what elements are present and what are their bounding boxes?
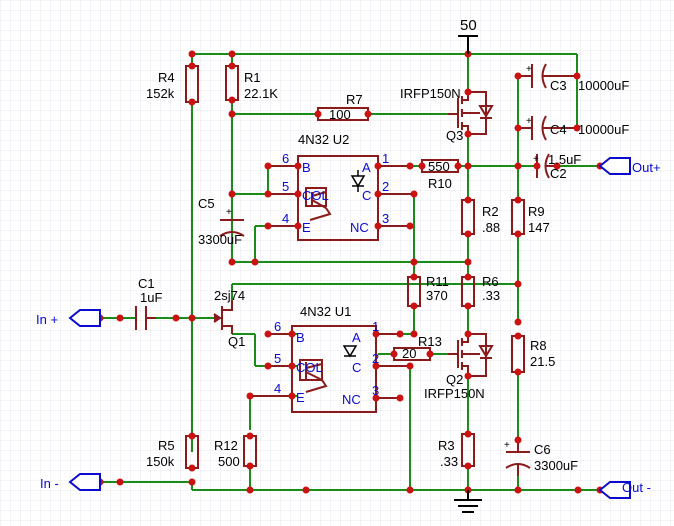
label-r6-ref: R6	[482, 274, 499, 289]
u2-label-col: COL	[302, 188, 329, 203]
u2-pin-2: 2	[382, 179, 389, 194]
label-r4-ref: R4	[158, 70, 175, 85]
label-u2-part: 4N32 U2	[298, 132, 349, 147]
label-r7-ref: R7	[346, 92, 363, 107]
u1-label-e: E	[296, 390, 305, 405]
u1-label-nc: NC	[342, 392, 361, 407]
label-c3-ref: C3	[550, 78, 567, 93]
label-r1-ref: R1	[244, 70, 261, 85]
label-c6-ref: C6	[534, 442, 551, 457]
svg-text:+: +	[533, 154, 539, 165]
svg-text:+: +	[504, 440, 510, 451]
u2-label-nc: NC	[350, 220, 369, 235]
capacitor-plus-signs: + + + + +	[226, 64, 539, 451]
svg-text:+: +	[526, 64, 532, 75]
label-c3-value: 10000uF	[578, 78, 629, 93]
label-r5-ref: R5	[158, 438, 175, 453]
junctions	[96, 50, 604, 494]
label-r7-value: 100	[329, 107, 351, 122]
label-r2-ref: R2	[482, 204, 499, 219]
label-r6-value: .33	[482, 288, 500, 303]
label-c1-ref: C1	[138, 276, 155, 291]
label-c5-ref: C5	[198, 196, 215, 211]
port-out-minus-label: Out -	[622, 480, 651, 495]
supply-voltage-label: 50	[460, 17, 477, 34]
label-r9-ref: R9	[528, 204, 545, 219]
u1-label-col: COL	[296, 360, 323, 375]
u2-pin-text: 6 5 4 1 2 3 B COL E A C NC	[282, 151, 389, 235]
label-r10-value: 550	[428, 159, 450, 174]
label-r4-value: 152k	[146, 86, 175, 101]
label-c1-value: 1uF	[140, 290, 162, 305]
u1-pin-6: 6	[274, 319, 281, 334]
supply-symbol	[458, 35, 478, 54]
label-c6-value: 3300uF	[534, 458, 578, 473]
mosfet-q3[interactable]	[448, 91, 494, 135]
label-c4-ref: C4	[550, 122, 567, 137]
u1-pin-2: 2	[372, 351, 379, 366]
label-c2-ref: C2	[550, 166, 567, 181]
label-r1-value: 22.1K	[244, 86, 278, 101]
u2-pin-3: 3	[382, 211, 389, 226]
u2-pin-6: 6	[282, 151, 289, 166]
port-out-plus[interactable]: Out+	[598, 157, 661, 175]
capacitors	[135, 63, 577, 476]
port-out-plus-label: Out+	[632, 160, 661, 175]
jfet-q1[interactable]	[213, 300, 233, 334]
label-c2-value: 1.5uF	[548, 152, 581, 167]
wires	[100, 36, 600, 491]
label-r3-value: .33	[440, 454, 458, 469]
u1-label-b: B	[296, 330, 305, 345]
u2-label-e: E	[302, 220, 311, 235]
optocoupler-u2[interactable]	[268, 155, 414, 241]
port-in-minus[interactable]: In -	[40, 473, 101, 491]
port-out-minus[interactable]: Out -	[598, 480, 651, 499]
port-in-plus[interactable]: In +	[36, 309, 101, 327]
svg-text:+: +	[526, 116, 532, 127]
label-r8-ref: R8	[530, 338, 547, 353]
label-q2-part: IRFP150N	[424, 386, 485, 401]
u2-pin-1: 1	[382, 151, 389, 166]
label-r12-value: 500	[218, 454, 240, 469]
u2-label-a: A	[362, 160, 371, 175]
label-r13-value: 20	[402, 346, 416, 361]
svg-text:+: +	[226, 207, 232, 218]
label-u1-part: 4N32 U1	[300, 304, 351, 319]
label-q1-part: 2sj74	[214, 288, 245, 303]
port-in-plus-label: In +	[36, 312, 58, 327]
label-r3-ref: R3	[438, 438, 455, 453]
component-labels: R4 152k R1 22.1K R7 100 IRFP150N Q3 4N32…	[138, 70, 629, 473]
capacitor-c5[interactable]	[219, 219, 245, 237]
u1-pin-5: 5	[274, 351, 281, 366]
u1-pin-text: 6 5 4 1 2 3 B COL E A C NC	[274, 319, 379, 407]
port-in-minus-label: In -	[40, 476, 59, 491]
label-r8-value: 21.5	[530, 354, 555, 369]
u1-pin-3: 3	[372, 383, 379, 398]
u1-label-a: A	[352, 330, 361, 345]
label-r5-value: 150k	[146, 454, 175, 469]
label-r12-ref: R12	[214, 438, 238, 453]
u2-label-b: B	[302, 160, 311, 175]
u1-label-c: C	[352, 360, 361, 375]
label-r10-ref: R10	[428, 176, 452, 191]
u2-pin-5: 5	[282, 179, 289, 194]
label-r11-value: 370	[426, 288, 448, 303]
label-c4-value: 10000uF	[578, 122, 629, 137]
label-r11-ref: R11	[426, 274, 449, 289]
label-r9-value: 147	[528, 220, 550, 235]
label-q1-ref: Q1	[228, 334, 245, 349]
label-r2-value: .88	[482, 220, 500, 235]
label-q3-part: IRFP150N	[400, 86, 461, 101]
capacitor-c1[interactable]	[135, 306, 156, 330]
u1-pin-1: 1	[372, 319, 379, 334]
u1-pin-4: 4	[274, 381, 281, 396]
label-r13-ref: R13	[418, 334, 442, 349]
label-q3-ref: Q3	[446, 128, 463, 143]
ground-icon	[454, 490, 482, 513]
u2-pin-4: 4	[282, 211, 289, 226]
u2-label-c: C	[362, 188, 371, 203]
label-q2-ref: Q2	[446, 372, 463, 387]
label-c5-value: 3300uF	[198, 232, 242, 247]
